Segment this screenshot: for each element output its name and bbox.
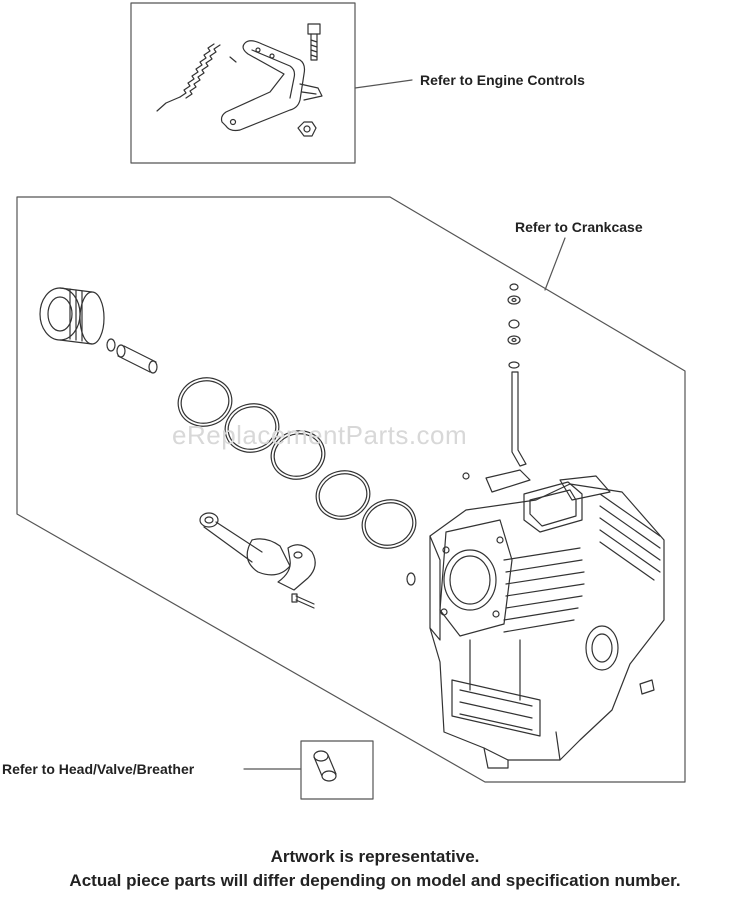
head-valve-box (300, 740, 374, 800)
watermark: eReplacementParts.com (172, 420, 468, 450)
footer-line-2: Actual piece parts will differ depending… (69, 871, 681, 890)
washer-stack (507, 283, 521, 369)
piston-ring (361, 499, 417, 549)
engine-controls-callout: Refer to Engine Controls (420, 72, 585, 88)
piston-ring (177, 377, 233, 427)
dipstick-tube (511, 371, 527, 467)
crankcase-leader (544, 237, 566, 291)
rod-bolt (291, 593, 315, 609)
connecting-rod (199, 512, 291, 576)
governor-spring (156, 43, 237, 112)
governor-lever (220, 40, 323, 132)
engine-controls-leader (354, 79, 413, 89)
piston-pin (116, 344, 158, 374)
valve-guide (313, 750, 337, 782)
lever-bolt (307, 23, 321, 61)
rod-cap (277, 544, 316, 591)
crankcase-block (429, 469, 665, 769)
piston-ring (270, 430, 326, 480)
crankcase-callout: Refer to Crankcase (515, 219, 643, 235)
piston-pin-clip (106, 338, 116, 352)
head-valve-breather-callout: Refer to Head/Valve/Breather (2, 761, 195, 777)
engine-controls-box (130, 2, 356, 164)
crankcase-assembly-outline (16, 196, 686, 783)
dowel-pin (406, 572, 416, 586)
piston (39, 287, 105, 345)
footer-line-1: Artwork is representative. (270, 847, 480, 866)
piston-ring (224, 403, 280, 453)
piston-ring (315, 470, 371, 520)
lever-nut (297, 121, 317, 137)
